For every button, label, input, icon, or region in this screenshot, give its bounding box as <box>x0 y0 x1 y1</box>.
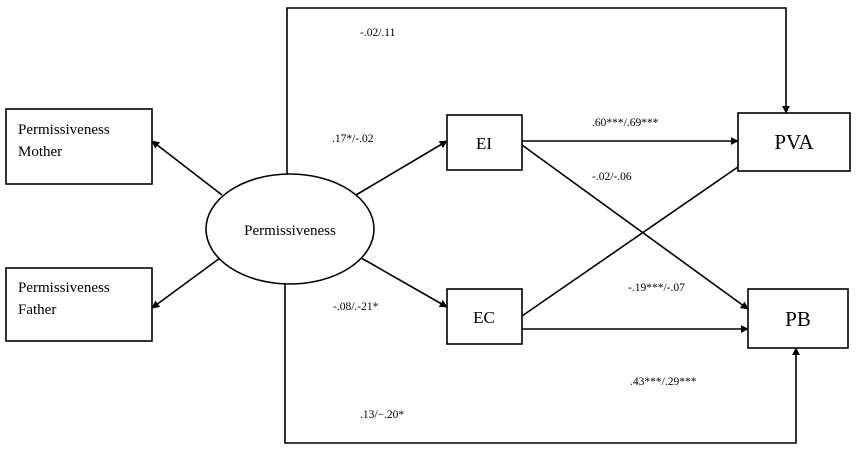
node-ec-box <box>446 288 523 345</box>
edge-permissiveness-to-ec <box>355 254 448 308</box>
node-permissiveness-label: Permissiveness <box>244 223 336 239</box>
node-ei-box <box>446 114 523 171</box>
edge-ec-to-pva <box>521 159 749 317</box>
edge-permissiveness-to-ei <box>355 140 448 196</box>
father-line-1: Permissiveness <box>18 280 110 296</box>
node-permissiveness-father-label: Permissiveness Father <box>18 280 113 318</box>
edge-permissiveness-to-pb <box>284 283 800 444</box>
node-ec-label: EC <box>473 308 495 327</box>
node-permissiveness-father-box <box>5 267 153 342</box>
node-pb-box <box>747 288 849 349</box>
node-permissiveness-mother-box <box>5 108 153 185</box>
coef-ei-to-pb: -.02/-.06 <box>592 171 632 183</box>
node-permissiveness-mother-label: Permissiveness Mother <box>18 122 113 160</box>
node-pb-label: PB <box>785 307 811 331</box>
coef-ec-to-pva: -.19***/-.07 <box>628 282 685 294</box>
coef-permissiveness-to-pva: -.02/.11 <box>360 27 396 39</box>
mother-line-1: Permissiveness <box>18 122 110 138</box>
mother-line-2: Mother <box>18 144 62 160</box>
coef-ei-to-pva: .60***/.69*** <box>592 117 659 129</box>
edge-permissiveness-to-mother <box>151 140 223 196</box>
node-permissiveness-ellipse <box>205 173 375 285</box>
coef-permissiveness-to-ei: .17*/-.02 <box>332 133 374 145</box>
coef-permissiveness-to-pb: .13/−.20* <box>360 409 404 421</box>
node-pva-label: PVA <box>774 130 814 154</box>
coef-ec-to-pb: .43***/.29*** <box>630 376 697 388</box>
coef-permissiveness-to-ec: -.08/.-21* <box>333 301 379 313</box>
father-line-2: Father <box>18 302 56 318</box>
edge-ei-to-pb <box>521 144 749 310</box>
node-ei-label: EI <box>476 134 492 153</box>
edge-permissiveness-to-pva <box>286 7 790 175</box>
edge-permissiveness-to-father <box>151 257 221 309</box>
node-pva-box <box>737 112 851 172</box>
